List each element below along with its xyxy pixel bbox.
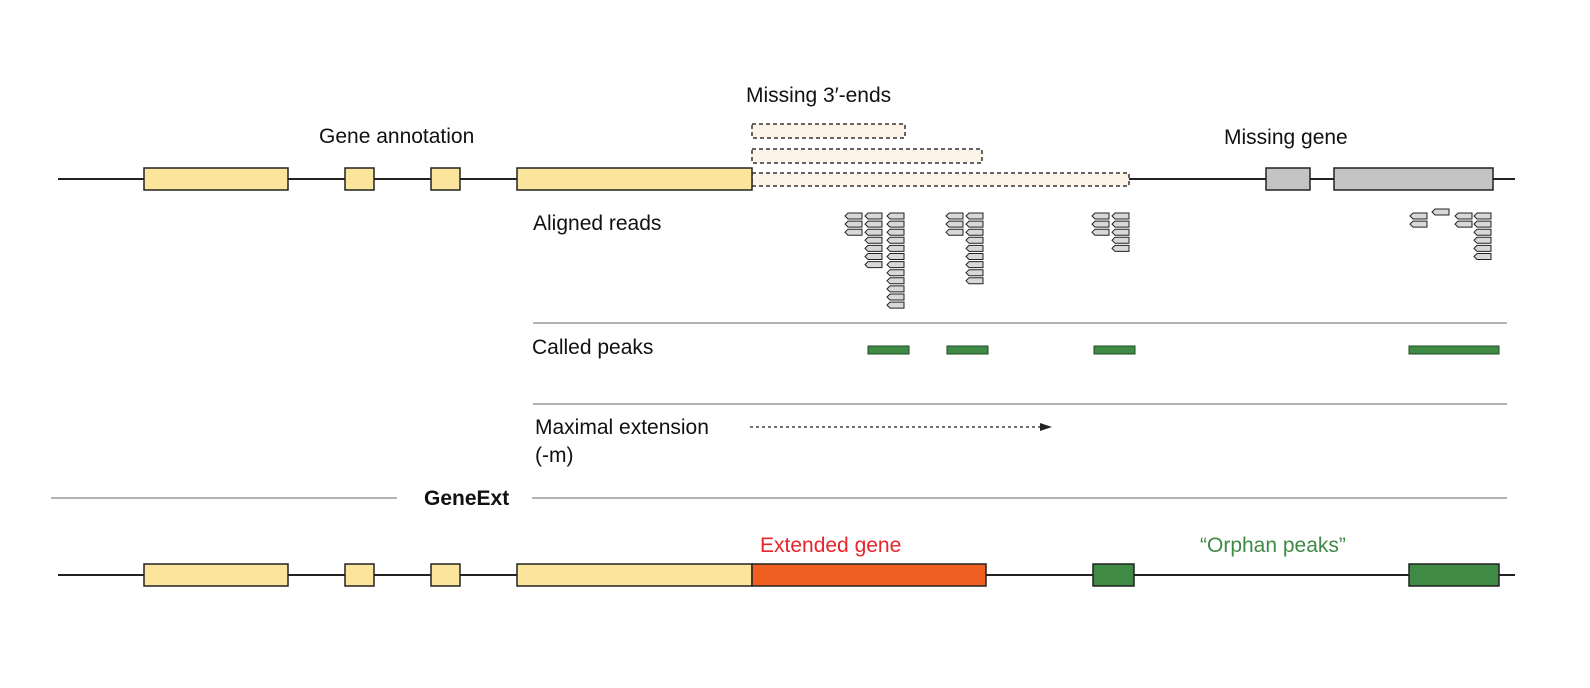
aligned-read	[1111, 244, 1130, 252]
orphan-peaks-label: “Orphan peaks”	[1200, 534, 1346, 557]
aligned-read	[965, 269, 984, 277]
aligned-read	[886, 277, 905, 285]
missing-end-short	[751, 123, 906, 139]
exon-1	[143, 167, 289, 191]
aligned-read	[1431, 208, 1450, 216]
aligned-read	[1409, 220, 1428, 228]
aligned-read	[844, 220, 863, 228]
aligned-read	[886, 301, 905, 309]
aligned-read	[864, 261, 883, 269]
peak-1	[867, 345, 910, 355]
aligned-read	[1473, 236, 1492, 244]
peak-4	[1408, 345, 1500, 355]
missing-gene-label: Missing gene	[1224, 126, 1348, 149]
exon-2	[344, 167, 375, 191]
aligned-read	[1454, 212, 1473, 220]
gene-annotation-label: Gene annotation	[319, 125, 474, 148]
peak-3	[1093, 345, 1136, 355]
missing-gene-exon-2	[1333, 167, 1494, 191]
aligned-read	[886, 228, 905, 236]
aligned-read	[965, 236, 984, 244]
aligned-read	[886, 244, 905, 252]
aligned-read	[864, 228, 883, 236]
exon-4	[516, 167, 753, 191]
result-exon-1	[143, 563, 289, 587]
extended-gene-label: Extended gene	[760, 534, 901, 557]
maximal-extension-flag: (-m)	[535, 444, 573, 467]
aligned-read	[965, 220, 984, 228]
aligned-read	[864, 220, 883, 228]
result-track: Extended gene “Orphan peaks”	[58, 534, 1515, 587]
aligned-read	[965, 261, 984, 269]
aligned-read	[886, 261, 905, 269]
aligned-read	[1473, 228, 1492, 236]
missing-gene-exon-1	[1265, 167, 1311, 191]
aligned-read	[844, 228, 863, 236]
aligned-read	[886, 212, 905, 220]
geneext-title: GeneExt	[424, 487, 509, 510]
aligned-read	[945, 220, 964, 228]
aligned-read	[1091, 228, 1110, 236]
extended-region	[751, 563, 987, 587]
aligned-read	[864, 253, 883, 260]
aligned-read	[1111, 212, 1130, 220]
missing-3-ends-label: Missing 3′-ends	[746, 84, 891, 107]
aligned-read	[1111, 236, 1130, 244]
peak-2	[946, 345, 989, 355]
result-exon-3	[430, 563, 461, 587]
aligned-read	[1473, 212, 1492, 220]
aligned-read	[1091, 212, 1110, 220]
called-peaks	[867, 345, 1500, 355]
aligned-read	[1111, 228, 1130, 236]
aligned-read	[965, 244, 984, 252]
aligned-reads-label: Aligned reads	[533, 212, 661, 235]
aligned-read	[1091, 220, 1110, 228]
aligned-read	[1473, 244, 1492, 252]
aligned-read	[886, 269, 905, 277]
orphan-peak-2	[1408, 563, 1500, 587]
called-peaks-label: Called peaks	[532, 336, 653, 359]
aligned-read	[886, 236, 905, 244]
aligned-read	[1473, 253, 1492, 260]
aligned-read	[965, 212, 984, 220]
aligned-read	[844, 212, 863, 220]
result-exon-4	[516, 563, 753, 587]
maximal-extension-arrow	[750, 423, 1052, 431]
aligned-read	[1454, 220, 1473, 228]
aligned-read	[945, 228, 964, 236]
aligned-read	[864, 244, 883, 252]
aligned-read	[1409, 212, 1428, 220]
maximal-extension-label: Maximal extension	[535, 416, 709, 439]
aligned-read	[965, 253, 984, 260]
missing-end-medium	[751, 148, 983, 164]
orphan-peak-1	[1092, 563, 1135, 587]
aligned-read	[864, 236, 883, 244]
aligned-reads	[844, 208, 1492, 309]
aligned-read	[886, 293, 905, 301]
aligned-read	[886, 253, 905, 260]
annotation-track: Gene annotation Missing 3′-ends Missing …	[58, 84, 1515, 191]
missing-end-long	[751, 172, 1130, 187]
result-exon-2	[344, 563, 375, 587]
aligned-read	[965, 277, 984, 285]
aligned-read	[1111, 220, 1130, 228]
aligned-read	[886, 285, 905, 293]
aligned-read	[864, 212, 883, 220]
aligned-read	[965, 228, 984, 236]
aligned-read	[945, 212, 964, 220]
exon-3	[430, 167, 461, 191]
aligned-read	[1473, 220, 1492, 228]
aligned-read	[886, 220, 905, 228]
